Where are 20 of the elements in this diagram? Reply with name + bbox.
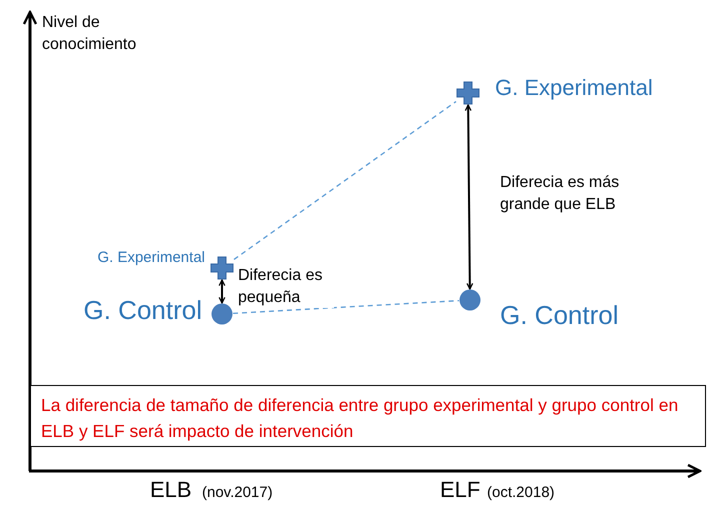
circle-marker [459,289,481,311]
note-box [30,385,706,447]
note-text: La diferencia de tamaño de diferencia entre grupo experimental y grupo control en ELB y ELF será impacto de intervención [41,394,680,444]
double-arrow [464,104,474,290]
dashed-line [234,101,456,260]
cross-marker [210,256,234,280]
group-label: G. Experimental [97,249,205,266]
group-label: G. Control [84,296,202,326]
edge-label: Diferecia es pequeña [238,265,334,308]
axis-label: ELB [150,477,192,502]
cross-marker [456,81,480,105]
double-arrow [218,279,226,304]
group-label: G. Experimental [495,75,653,100]
group-label: G. Control [500,301,618,331]
dashed-line [232,300,460,314]
axis-label: (nov.2017) [202,484,273,502]
axis-label: ELF [440,477,480,502]
axis-label: (oct.2018) [487,484,555,502]
axis-title: Nivel de conocimiento [42,13,138,56]
circle-marker [211,303,233,325]
